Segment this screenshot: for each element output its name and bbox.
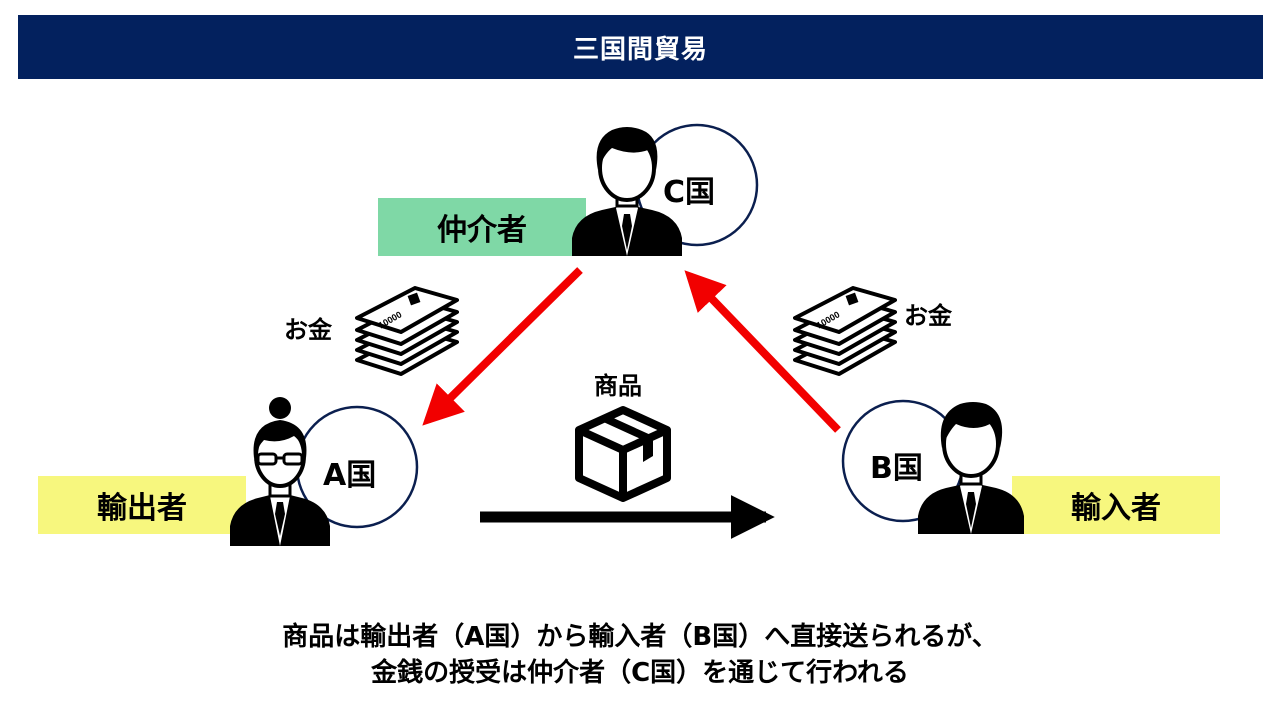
country-c-label: C国 <box>663 175 716 210</box>
goods-label: 商品 <box>594 372 642 400</box>
money-stack-icon-right: 10000 <box>793 286 897 376</box>
page-title: 三国間貿易 <box>572 34 708 65</box>
money-label-left: お金 <box>284 316 332 344</box>
person-male-icon-b <box>918 402 1024 534</box>
intermediary-text: 仲介者 <box>437 213 527 248</box>
money-arrow-c-to-a <box>422 267 583 426</box>
title-bar: 三国間貿易 <box>18 15 1263 79</box>
money-arrow-b-to-c <box>684 270 841 433</box>
exporter-label: 輸出者 <box>38 476 246 534</box>
importer-label: 輸入者 <box>1012 476 1220 534</box>
intermediary-label: 仲介者 <box>378 198 586 256</box>
exporter-text: 輸出者 <box>97 491 187 526</box>
person-female-glasses-icon <box>230 397 330 546</box>
country-a-label: A国 <box>323 458 377 493</box>
money-label-right: お金 <box>904 302 952 330</box>
country-b-label: B国 <box>870 451 923 486</box>
summary-line-1: 商品は輸出者（A国）から輸入者（B国）へ直接送られるが、 <box>282 622 998 652</box>
summary-line-2: 金銭の授受は仲介者（C国）を通じて行われる <box>371 658 909 688</box>
importer-text: 輸入者 <box>1071 491 1161 526</box>
person-male-icon <box>572 127 682 256</box>
package-box-icon <box>575 406 671 502</box>
money-stack-icon: 10000 <box>355 286 459 376</box>
